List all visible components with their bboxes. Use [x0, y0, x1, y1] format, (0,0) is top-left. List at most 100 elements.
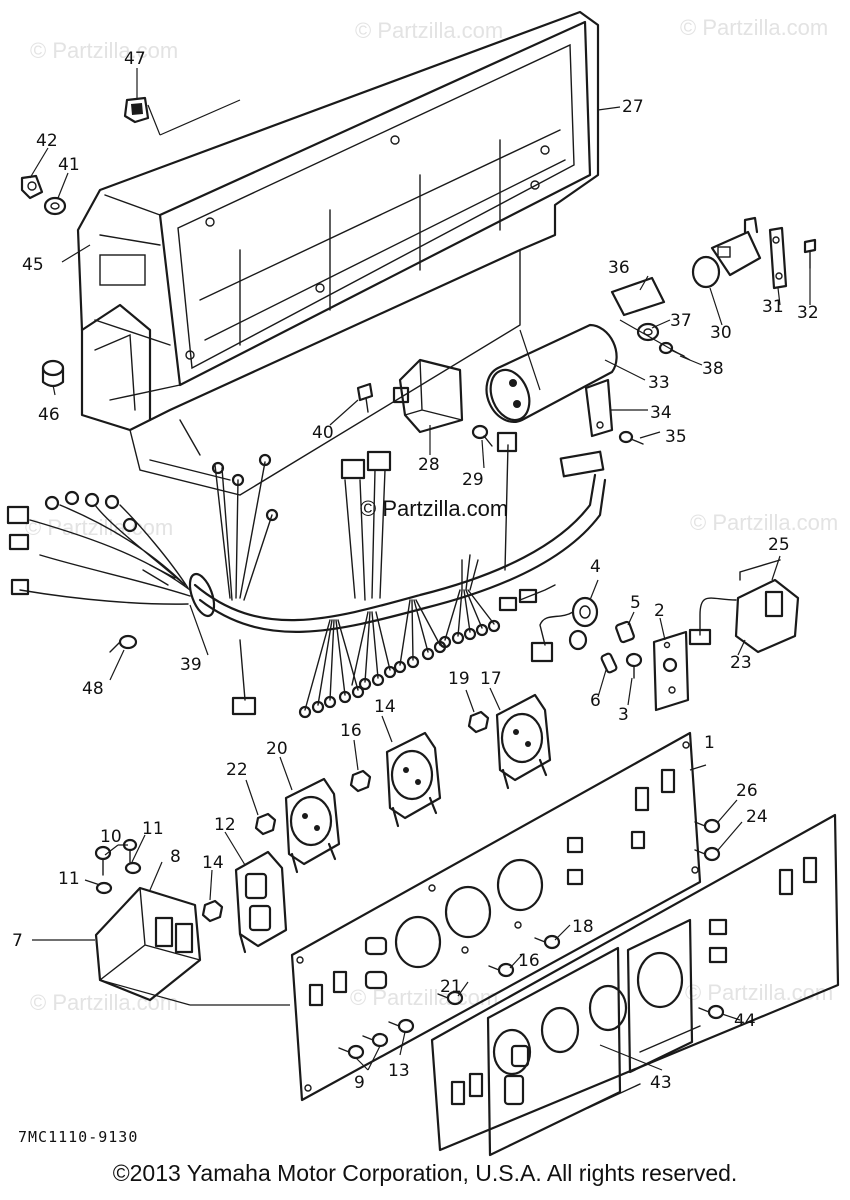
- callout-14: 14: [202, 853, 224, 873]
- callout-11: 11: [58, 869, 80, 889]
- callout-46: 45: [22, 255, 44, 275]
- callout-22: 21: [440, 977, 462, 997]
- screw-27: [694, 818, 721, 834]
- watermark: © Partzilla.com: [30, 990, 178, 1015]
- drawing-code: 7MC1110-9130: [18, 1128, 139, 1146]
- screw-41: [356, 382, 374, 413]
- callout-49: 48: [82, 679, 104, 699]
- nut-42: [43, 196, 67, 216]
- callout-29: 28: [418, 455, 440, 475]
- receptacle-21: [284, 777, 341, 874]
- panel-1: [290, 731, 702, 1102]
- nut-14: [201, 899, 224, 923]
- screw-19: [534, 934, 561, 950]
- screw-25: [694, 846, 721, 862]
- lens-6: [600, 652, 618, 674]
- callout-30: 29: [462, 470, 484, 490]
- callout-23: 22: [226, 760, 248, 780]
- leader-lines: [29, 68, 811, 1071]
- callout-12: 12: [214, 815, 236, 835]
- lamp-socket-4: [530, 596, 599, 663]
- callout-42: 41: [58, 155, 80, 175]
- clip-43: [20, 174, 44, 200]
- wire-harness-40: [6, 431, 607, 719]
- bushing-47: [41, 359, 65, 388]
- callout-26: 25: [768, 535, 790, 555]
- callout-9: 9: [354, 1073, 365, 1093]
- receptacle-15: [385, 731, 442, 828]
- callout-40: 39: [180, 655, 202, 675]
- callout-2: 2: [654, 601, 665, 621]
- bracket-32: [768, 226, 788, 290]
- callout-13: 13: [388, 1061, 410, 1081]
- callout-7: 7: [12, 931, 23, 951]
- watermark: © Partzilla.com: [25, 515, 173, 540]
- callouts: 47 42 41 45 46 27 36 37 30 31 32 38 33 3…: [12, 49, 819, 1093]
- copyright-notice: ©2013 Yamaha Motor Corporation, U.S.A. A…: [112, 1160, 738, 1186]
- block-29: [392, 358, 464, 434]
- clamp-49: [109, 634, 138, 653]
- receptacle-18: [495, 693, 552, 790]
- callout-20: 19: [448, 669, 470, 689]
- screw-45: [698, 1004, 725, 1020]
- callout-36: 35: [665, 427, 687, 447]
- control-box-frame: [76, 10, 600, 496]
- watermark: © Partzilla.com: [680, 15, 828, 40]
- callout-31: 30: [710, 323, 732, 343]
- screw-33: [803, 238, 817, 269]
- screw-3: [625, 652, 643, 679]
- washer-11: [95, 861, 142, 895]
- callout-45: 44: [734, 1011, 756, 1031]
- watermarks: © Partzilla.com © Partzilla.com © Partzi…: [25, 15, 838, 1015]
- callout-6: 6: [590, 691, 601, 711]
- callout-21: 20: [266, 739, 288, 759]
- callout-8: 8: [170, 847, 181, 867]
- watermark: © Partzilla.com: [690, 510, 838, 535]
- callout-32: 31: [762, 297, 784, 317]
- screw-13: [388, 1018, 415, 1034]
- callout-35: 34: [650, 403, 672, 423]
- center-watermark: © Partzilla.com: [360, 496, 508, 521]
- watermark: © Partzilla.com: [685, 980, 833, 1005]
- callout-18: 17: [480, 669, 502, 689]
- callout-27: 26: [736, 781, 758, 801]
- callout-15: 14: [374, 697, 396, 717]
- callout-44: 43: [650, 1073, 672, 1093]
- washer-38: [636, 322, 660, 342]
- panel-44: [430, 813, 840, 1157]
- band-35: [584, 378, 614, 438]
- grommet-48: [123, 96, 150, 124]
- callout-25: 24: [746, 807, 768, 827]
- breaker-26: [688, 559, 800, 654]
- nut-20: [467, 710, 490, 734]
- condenser-34: [485, 323, 618, 423]
- nut-17: [349, 769, 372, 793]
- watermark: © Partzilla.com: [30, 38, 178, 63]
- callout-24: 23: [730, 653, 752, 673]
- callout-47: 46: [38, 405, 60, 425]
- callout-4: 4: [590, 557, 601, 577]
- nut-23: [254, 812, 277, 836]
- lamp-5: [615, 620, 635, 644]
- receptacle-12: [234, 850, 288, 954]
- callout-10: 10: [100, 827, 122, 847]
- callout-48: 47: [124, 49, 146, 69]
- callout-19: 18: [572, 917, 594, 937]
- label-37: [610, 276, 666, 317]
- callout-38: 37: [670, 311, 692, 331]
- relay-31: [691, 216, 762, 289]
- callout-5: 5: [630, 593, 641, 613]
- callout-11b: 11: [142, 819, 164, 839]
- screw-30: [471, 424, 493, 447]
- watermark: © Partzilla.com: [355, 18, 503, 43]
- callout-28: 27: [622, 97, 644, 117]
- screw-22: [437, 990, 464, 1006]
- plate-2: [652, 630, 690, 712]
- callout-37: 36: [608, 258, 630, 278]
- callout-41: 40: [312, 423, 334, 443]
- callout-3: 3: [618, 705, 629, 725]
- screw-36: [618, 430, 644, 445]
- screw-16: [488, 962, 515, 978]
- callout-34: 33: [648, 373, 670, 393]
